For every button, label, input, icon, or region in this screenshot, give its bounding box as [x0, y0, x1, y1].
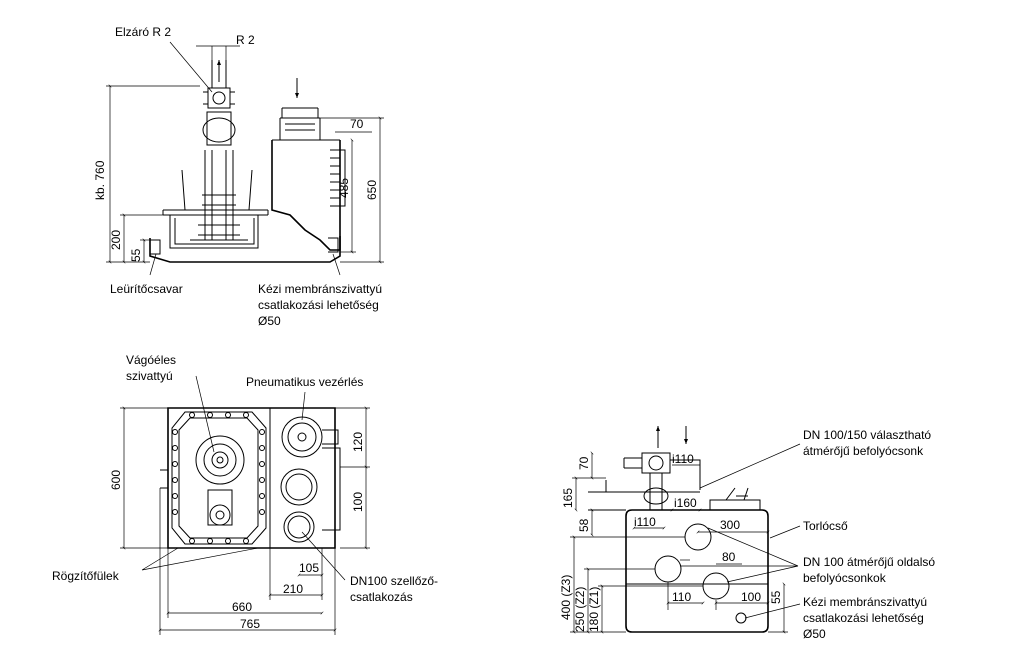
front-inlet-label-2: átmérőjű befolyócsonk	[803, 444, 924, 458]
front-dim-58-text: 58	[577, 518, 591, 532]
side-valve-label: Elzáró R 2	[115, 25, 171, 39]
side-manual-pump-leader	[332, 253, 341, 276]
top-pump-unit	[195, 435, 245, 526]
front-manual-pump-label-3: Ø50	[803, 627, 826, 641]
bolt-hole	[259, 477, 265, 483]
side-dim-760-text: kb. 760	[93, 160, 107, 200]
front-side-inlet-label-2: befolyócsonkok	[803, 571, 887, 585]
top-dim-120-text: 120	[351, 432, 365, 452]
top-lugs-label: Rögzítőfülek	[52, 569, 120, 583]
front-inlets	[654, 523, 747, 624]
front-dim-z1-text: 180 (Z1)	[587, 587, 601, 632]
bolt-hole	[259, 509, 265, 515]
bolt-hole	[259, 493, 265, 499]
side-dim-70-text: 70	[350, 117, 364, 131]
top-bolt-holes	[172, 412, 265, 544]
side-dim-485-text: 485	[337, 178, 351, 198]
bolt-hole	[172, 429, 178, 435]
side-r2-label: R 2	[236, 33, 255, 47]
front-dim-300-text: 300	[720, 518, 740, 532]
front-side-inlet-label-1: DN 100 átmérőjű oldalsó	[803, 555, 935, 569]
front-view: 70 165 58 400 (Z3) 250 (Z2) 180 (Z1) i11…	[559, 426, 935, 641]
top-dim-210-text: 210	[283, 582, 303, 596]
front-dim-z3-text: 400 (Z3)	[559, 575, 573, 620]
bolt-hole	[259, 429, 265, 435]
front-tank-outline	[588, 452, 769, 633]
bolt-hole	[207, 412, 213, 418]
bolt-hole	[172, 509, 178, 515]
top-dim-660-text: 660	[232, 600, 252, 614]
front-dim-70-text: 70	[577, 456, 591, 470]
bolt-hole	[259, 445, 265, 451]
bolt-hole	[172, 461, 178, 467]
side-drain-leader	[149, 253, 157, 276]
side-tank-body	[149, 107, 346, 263]
top-pneumatic-label: Pneumatikus vezérlés	[246, 375, 363, 389]
front-dim-i110-left-text: i110	[634, 515, 656, 529]
top-vent-label-1: DN100 szellőző-	[350, 574, 438, 588]
front-dim-55-text: 55	[769, 590, 783, 604]
front-dim-100-text: 100	[741, 590, 761, 604]
bolt-hole	[243, 412, 249, 418]
top-view: Vágóéles szivattyú Pneumatikus vezérlés …	[52, 353, 438, 635]
top-dim-100-text: 100	[351, 492, 365, 512]
bolt-hole	[225, 412, 231, 418]
front-dim-110-text: 110	[672, 590, 691, 604]
side-valve-leader	[169, 41, 213, 93]
top-pump-label-1: Vágóéles	[126, 353, 176, 367]
front-manual-pump-label-2: csatlakozási lehetőség	[803, 611, 924, 625]
front-dim-165-text: 165	[561, 488, 575, 508]
bolt-hole	[172, 493, 178, 499]
bolt-hole	[172, 477, 178, 483]
side-drain-label: Leürítőcsavar	[110, 282, 183, 296]
front-dim-i110-top-text: i110	[672, 452, 694, 466]
bolt-hole	[243, 538, 249, 544]
front-backflow-label: Torlócső	[803, 519, 848, 533]
front-dim-80-text: 80	[722, 550, 736, 564]
side-dim-200-text: 200	[109, 230, 123, 250]
side-pump-column	[181, 60, 253, 241]
front-inlet-label-1: DN 100/150 választható	[803, 428, 931, 442]
side-dim-650-text: 650	[365, 180, 379, 200]
top-pump-label-2: szivattyú	[126, 369, 173, 383]
top-dim-600-text: 600	[109, 470, 123, 490]
top-dim-105-text: 105	[299, 561, 319, 575]
bolt-hole	[189, 412, 195, 418]
top-vent-label-2: csatlakozás	[350, 590, 413, 604]
bolt-hole	[189, 538, 195, 544]
front-dim-i160-text: i160	[674, 496, 697, 510]
top-inlets	[280, 416, 339, 543]
bolt-hole	[207, 538, 213, 544]
bolt-hole	[225, 538, 231, 544]
side-manual-pump-label-2: csatlakozási lehetőség	[258, 298, 379, 312]
side-manual-pump-label-1: Kézi membránszivattyú	[258, 282, 382, 296]
bolt-hole	[259, 461, 265, 467]
bolt-hole	[172, 445, 178, 451]
side-manual-pump-label-3: Ø50	[258, 314, 281, 328]
front-manual-pump-label-1: Kézi membránszivattyú	[803, 595, 927, 609]
side-view: R 2 Elzáró R 2 kb. 760 200 55 70 485 650…	[93, 25, 384, 328]
front-dim-z2-text: 250 (Z2)	[573, 587, 587, 632]
side-dim-55-text: 55	[129, 248, 143, 262]
top-dim-765-text: 765	[240, 617, 260, 631]
